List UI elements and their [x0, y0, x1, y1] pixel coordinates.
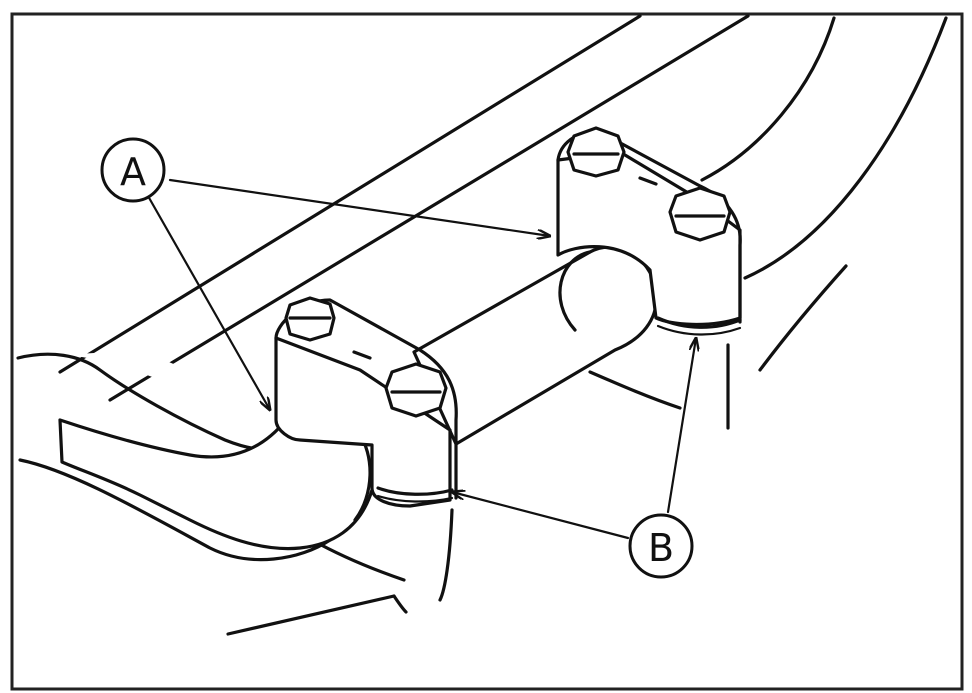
- callout-b-circle: [628, 513, 694, 579]
- callout-b-label: B: [648, 526, 674, 570]
- bolt-left-rear: [284, 296, 336, 342]
- leader-lines: [146, 178, 696, 540]
- leader-b-right: [666, 338, 696, 514]
- callout-a: A: [100, 137, 166, 203]
- callout-a-label: A: [120, 150, 146, 194]
- bolt-left-front: [384, 362, 448, 418]
- leader-a-right: [168, 178, 550, 236]
- callout-b: B: [628, 513, 694, 579]
- bolts: [284, 126, 732, 418]
- bolt-right-rear: [566, 126, 626, 178]
- leader-a-left: [146, 194, 270, 410]
- right-clamp: [556, 130, 742, 336]
- left-clamp: [274, 298, 458, 508]
- bolt-right-front: [668, 186, 732, 242]
- leader-b-left: [452, 492, 630, 540]
- illustration-frame: [10, 12, 964, 691]
- handlebar: [16, 245, 659, 562]
- callout-a-circle: [100, 137, 166, 203]
